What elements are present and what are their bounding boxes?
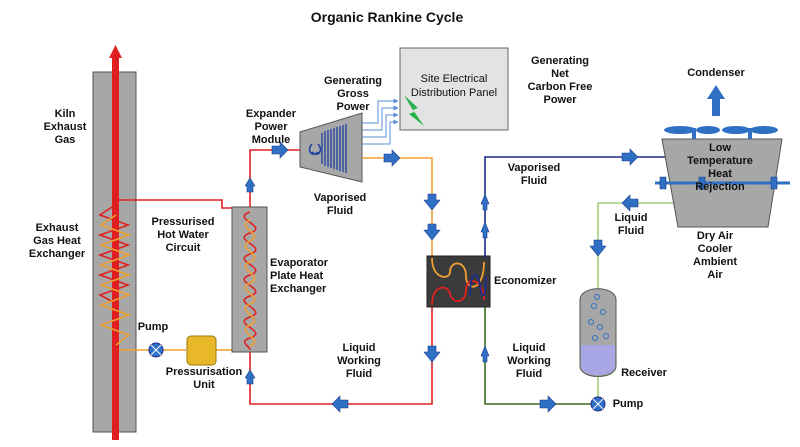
flow-arrow-up-3 (480, 221, 490, 239)
exhaust-coil-orange (98, 214, 132, 346)
receiver-liquid (581, 345, 615, 375)
label-dry-air-cooler: Dry Air Cooler Ambient Air (693, 230, 737, 281)
flow-arrow-up-1 (244, 177, 256, 193)
economizer-wave-orange (431, 257, 485, 288)
condenser-exhaust-arrow-head (707, 85, 725, 99)
distribution-panel (399, 47, 509, 131)
label-condenser: Condenser (687, 67, 745, 79)
evaporator-coil-orange (244, 219, 256, 347)
label-low-temp-rejection: Low Temperature Heat Rejection (687, 142, 753, 193)
condenser-exhaust-arrow (712, 98, 720, 116)
label-liquid-working-left: Liquid Working Fluid (337, 342, 381, 380)
flow-arrow-right-4 (539, 395, 557, 413)
power-wires (362, 98, 399, 145)
flow-arrow-up-2 (480, 193, 490, 211)
flow-arrow-down-3 (589, 239, 607, 257)
flow-arrow-rail-right (770, 176, 778, 190)
label-economizer: Economizer (494, 275, 557, 287)
label-vaporised-fluid-top: Vaporised Fluid (507, 162, 561, 187)
label-expander-module: Expander Power Module (245, 108, 297, 146)
label-pump-right: Pump (612, 398, 644, 410)
evaporator-coil-red (243, 211, 257, 351)
vapor-line-to-expander (249, 149, 300, 207)
evaporator-exchanger (231, 206, 268, 353)
liquid-line-condenser-to-receiver (597, 202, 680, 290)
turbine-blades (321, 124, 347, 173)
flow-arrow-up-5 (244, 369, 256, 385)
economizer-wave-red (431, 280, 485, 306)
riser-arrow-tip (109, 45, 122, 58)
label-evaporator: Evaporator Plate Heat Exchanger (270, 257, 329, 295)
page-title: Organic Rankine Cycle (310, 9, 464, 25)
label-pressurised-circuit: Pressurised Hot Water Circuit (151, 216, 215, 254)
liquid-line-to-pump (484, 307, 594, 405)
pump-left-cross-2 (150, 344, 162, 356)
label-receiver: Receiver (621, 367, 667, 379)
flow-arrow-left-1 (621, 194, 639, 212)
flow-arrow-down-2 (423, 223, 441, 241)
turbine-rotor-swirl (308, 143, 322, 155)
flow-arrow-right-2 (383, 149, 401, 167)
flow-arrow-rail-mid (698, 176, 706, 190)
flow-arrow-down-1 (423, 193, 441, 211)
hot-water-riser (112, 56, 119, 440)
label-liquid-fluid: Liquid Fluid (614, 212, 648, 237)
flow-arrow-up-4 (480, 345, 490, 363)
label-kiln-exhaust: Kiln Exhaust Gas (43, 108, 87, 146)
label-vaporised-fluid-bottom: Vaporised Fluid (313, 192, 367, 217)
label-exhaust-heat-exchanger: Exhaust Gas Heat Exchanger (28, 222, 86, 260)
label-pump-left: Pump (137, 321, 169, 333)
condenser-fans (664, 126, 778, 139)
label-net-power: Generating Net Carbon Free Power (527, 55, 593, 106)
lightning-icon (404, 95, 424, 126)
exhaust-coil-red (97, 204, 131, 304)
label-gross-power: Generating Gross Power (323, 75, 383, 113)
flow-arrow-right-1 (271, 141, 289, 159)
pump-right-cross-2 (592, 398, 604, 410)
receiver-bubbles (588, 294, 609, 341)
hot-water-supply-line (119, 199, 232, 209)
pressurisation-unit (186, 335, 217, 366)
flow-arrow-rail-left (659, 176, 667, 190)
flow-arrows (244, 141, 778, 413)
flow-arrow-down-4 (423, 345, 441, 363)
panel-title: Site Electrical Distribution Panel (410, 73, 498, 99)
label-liquid-working-right: Liquid Working Fluid (507, 342, 551, 380)
flow-arrow-right-3 (621, 148, 639, 166)
economizer-wave-blue (469, 274, 487, 297)
label-pressurisation-unit: Pressurisation Unit (165, 366, 243, 391)
flow-arrow-left-2 (331, 395, 349, 413)
